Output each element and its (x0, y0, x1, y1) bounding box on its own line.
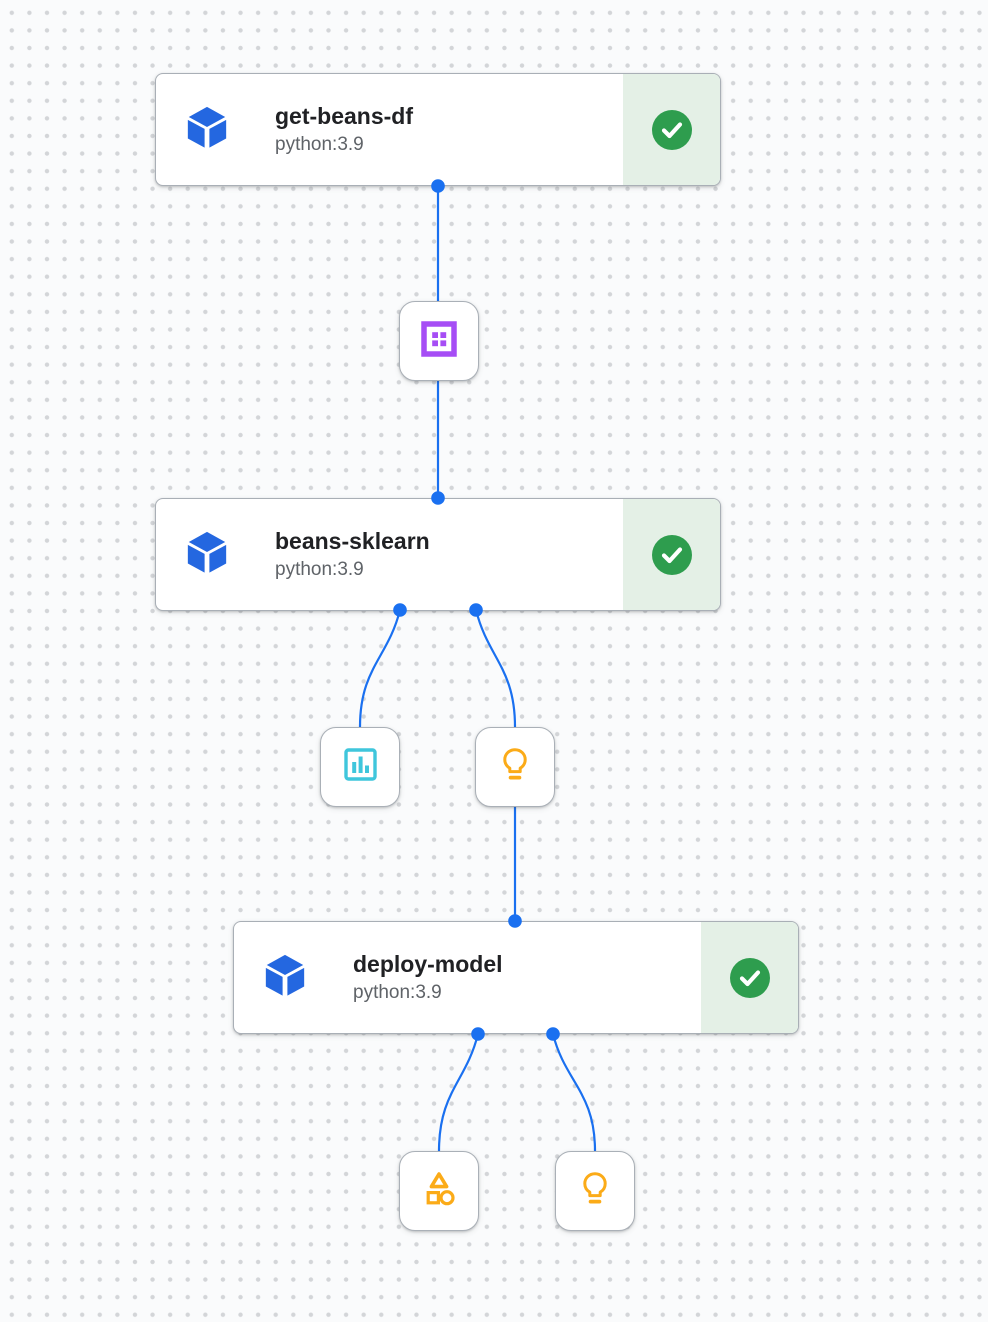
status-success-badge (729, 957, 770, 998)
node-title: deploy-model (353, 951, 503, 977)
status-success-badge (651, 534, 692, 575)
status-section (623, 499, 720, 610)
model-lightbulb-icon (495, 745, 535, 790)
pipeline-step-get-beans-df[interactable]: get-beans-df python:3.9 (155, 73, 721, 186)
status-success-badge (651, 109, 692, 150)
pipeline-component-cube-icon (184, 529, 230, 580)
edge-deploy-model-to-artifact (437, 1033, 480, 1152)
metrics-bar-chart-icon (342, 746, 379, 788)
edge-beans-sklearn-to-metrics (358, 609, 402, 728)
status-section (701, 922, 798, 1033)
edge-deploy-model-to-model2 (551, 1033, 597, 1152)
node-title: beans-sklearn (275, 528, 430, 554)
artifact-node-model-1[interactable] (475, 727, 555, 807)
pipeline-step-beans-sklearn[interactable]: beans-sklearn python:3.9 (155, 498, 721, 611)
node-body: get-beans-df python:3.9 (156, 74, 623, 185)
node-subtitle: python:3.9 (275, 559, 364, 580)
node-body: deploy-model python:3.9 (234, 922, 701, 1033)
node-title: get-beans-df (275, 103, 413, 129)
node-text: deploy-model python:3.9 (353, 951, 503, 1003)
pipeline-component-cube-icon (262, 952, 308, 1003)
artifact-node-dataset[interactable] (399, 301, 479, 381)
dataset-icon (420, 320, 458, 363)
model-lightbulb-icon (575, 1169, 615, 1214)
status-section (623, 74, 720, 185)
node-subtitle: python:3.9 (353, 982, 442, 1003)
artifact-node-metrics[interactable] (320, 727, 400, 807)
pipeline-component-cube-icon (184, 104, 230, 155)
node-subtitle: python:3.9 (275, 134, 364, 155)
node-body: beans-sklearn python:3.9 (156, 499, 623, 610)
node-text: beans-sklearn python:3.9 (275, 528, 430, 580)
artifact-shapes-icon (419, 1168, 459, 1215)
pipeline-step-deploy-model[interactable]: deploy-model python:3.9 (233, 921, 799, 1034)
artifact-node-model-2[interactable] (555, 1151, 635, 1231)
edge-beans-sklearn-to-model1 (474, 609, 517, 728)
node-text: get-beans-df python:3.9 (275, 103, 413, 155)
artifact-node-generic[interactable] (399, 1151, 479, 1231)
